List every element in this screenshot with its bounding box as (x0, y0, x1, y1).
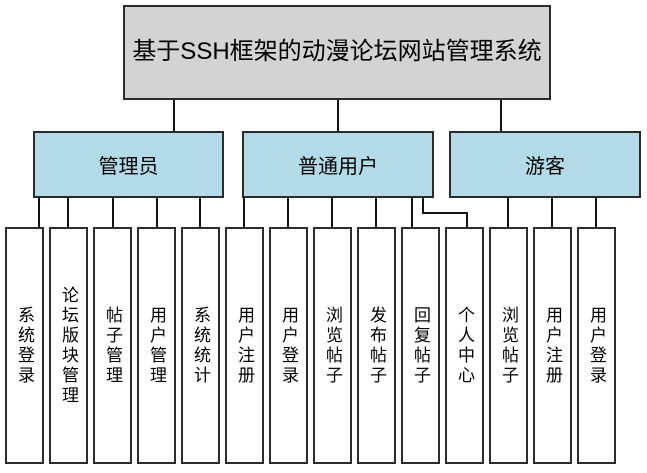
connector-admin-child-2 (67, 198, 69, 227)
node-user-register: 用户注册 (225, 227, 264, 464)
connector-user-child-6-elbow-drop (466, 212, 468, 227)
connector-user-child-3 (331, 198, 333, 227)
connector-user-child-4 (375, 198, 377, 227)
connector-user-child-5 (411, 198, 413, 227)
node-forum-board-management-label: 论坛版块管理 (59, 285, 78, 406)
node-system-statistics: 系统统计 (181, 227, 220, 464)
node-reply-posts: 回复帖子 (401, 227, 440, 464)
node-role-admin-label: 管理员 (98, 156, 159, 178)
connector-admin-child-4 (156, 198, 158, 227)
node-user-login-guest: 用户登录 (577, 227, 616, 464)
node-browse-posts: 浏览帖子 (313, 227, 352, 464)
connector-guest-child-2 (551, 198, 553, 227)
node-user-management-label: 用户管理 (147, 305, 166, 386)
node-user-login-guest-label: 用户登录 (587, 305, 606, 386)
node-system-statistics-label: 系统统计 (191, 305, 210, 386)
connector-root-guest (500, 100, 502, 131)
node-publish-posts: 发布帖子 (357, 227, 396, 464)
connector-guest-child-1 (507, 198, 509, 227)
node-role-regular-user: 普通用户 (242, 131, 434, 198)
connector-admin-child-5 (199, 198, 201, 227)
connector-admin-child-3 (112, 198, 114, 227)
connector-admin-child-1 (38, 198, 40, 227)
node-post-management: 帖子管理 (93, 227, 132, 464)
node-user-register-guest-label: 用户注册 (543, 305, 562, 386)
connector-root-regular-user (337, 100, 339, 131)
connector-guest-child-3 (595, 198, 597, 227)
node-system-login-label: 系统登录 (15, 305, 34, 386)
node-user-login: 用户登录 (269, 227, 308, 464)
node-user-register-label: 用户注册 (235, 305, 254, 386)
node-user-login-label: 用户登录 (279, 305, 298, 386)
node-system-login: 系统登录 (5, 227, 44, 464)
node-publish-posts-label: 发布帖子 (367, 305, 386, 386)
node-browse-posts-guest-label: 浏览帖子 (499, 305, 518, 386)
node-role-guest-label: 游客 (525, 156, 565, 178)
connector-root-admin (173, 100, 175, 131)
node-browse-posts-label: 浏览帖子 (323, 305, 342, 386)
connector-user-child-2 (287, 198, 289, 227)
node-role-regular-user-label: 普通用户 (298, 156, 378, 178)
node-post-management-label: 帖子管理 (103, 305, 122, 386)
node-role-guest: 游客 (449, 131, 641, 198)
node-forum-board-management: 论坛版块管理 (49, 227, 88, 464)
node-root: 基于SSH框架的动漫论坛网站管理系统 (123, 5, 551, 100)
node-root-label: 基于SSH框架的动漫论坛网站管理系统 (132, 38, 542, 66)
connector-user-child-6-elbow-down (422, 198, 424, 214)
node-user-management: 用户管理 (137, 227, 176, 464)
node-browse-posts-guest: 浏览帖子 (489, 227, 528, 464)
node-user-register-guest: 用户注册 (533, 227, 572, 464)
node-personal-center-label: 个人中心 (455, 305, 474, 386)
node-role-admin: 管理员 (33, 131, 224, 198)
connector-user-child-6-elbow-across (422, 212, 468, 214)
connector-user-child-1 (243, 198, 245, 227)
node-personal-center: 个人中心 (445, 227, 484, 464)
node-reply-posts-label: 回复帖子 (411, 305, 430, 386)
